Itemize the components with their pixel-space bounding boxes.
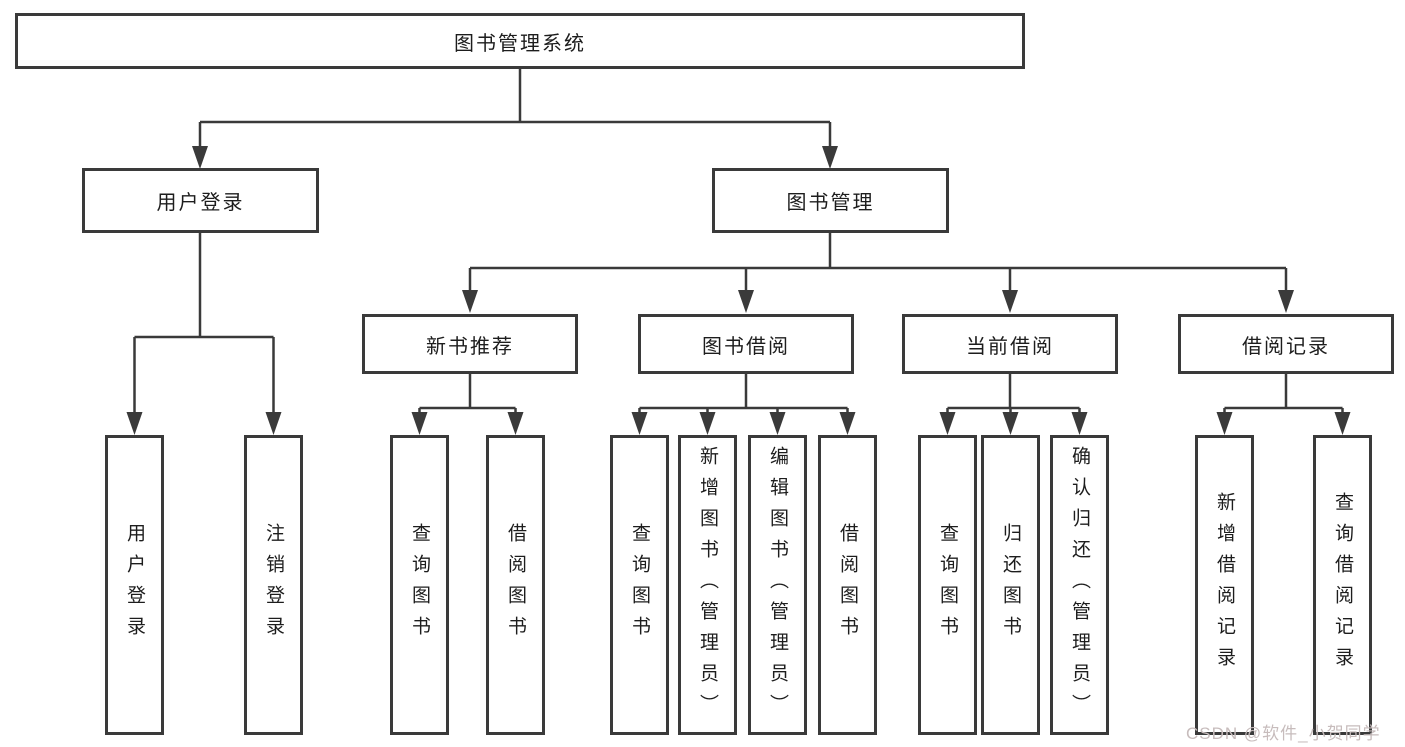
leaf-query-books: 查询图书 (390, 435, 449, 735)
leaf-query-books-current: 查询图书 (918, 435, 977, 735)
leaf-add-book-admin: 新增图书（管理员） (678, 435, 737, 735)
node-current-borrowing: 当前借阅 (902, 314, 1118, 374)
leaf-borrow-books: 借阅图书 (486, 435, 545, 735)
node-label: 图书管理系统 (454, 32, 586, 55)
node-library-management-system: 图书管理系统 (15, 13, 1025, 69)
leaf-query-books-borrowing: 查询图书 (610, 435, 669, 735)
node-book-borrowing: 图书借阅 (638, 314, 854, 374)
node-new-book-recommendation: 新书推荐 (362, 314, 578, 374)
leaf-add-borrow-record: 新增借阅记录 (1195, 435, 1254, 735)
node-label: 图书借阅 (702, 335, 790, 358)
node-label: 当前借阅 (966, 335, 1054, 358)
leaf-user-login: 用户登录 (105, 435, 164, 735)
leaf-edit-book-admin: 编辑图书（管理员） (748, 435, 807, 735)
csdn-watermark: CSDN @软件_小贺同学 (1186, 724, 1381, 743)
leaf-confirm-return-admin: 确认归还（管理员） (1050, 435, 1109, 735)
leaf-logout: 注销登录 (244, 435, 303, 735)
node-label: 借阅记录 (1242, 335, 1330, 358)
leaf-query-borrow-record: 查询借阅记录 (1313, 435, 1372, 735)
node-user-login: 用户登录 (82, 168, 319, 233)
node-label: 新书推荐 (426, 335, 514, 358)
node-borrowing-records: 借阅记录 (1178, 314, 1394, 374)
node-label: 图书管理 (786, 192, 875, 214)
leaf-return-book: 归还图书 (981, 435, 1040, 735)
leaf-borrow-books-borrowing: 借阅图书 (818, 435, 877, 735)
node-label: 用户登录 (156, 192, 245, 214)
node-book-management: 图书管理 (712, 168, 949, 233)
